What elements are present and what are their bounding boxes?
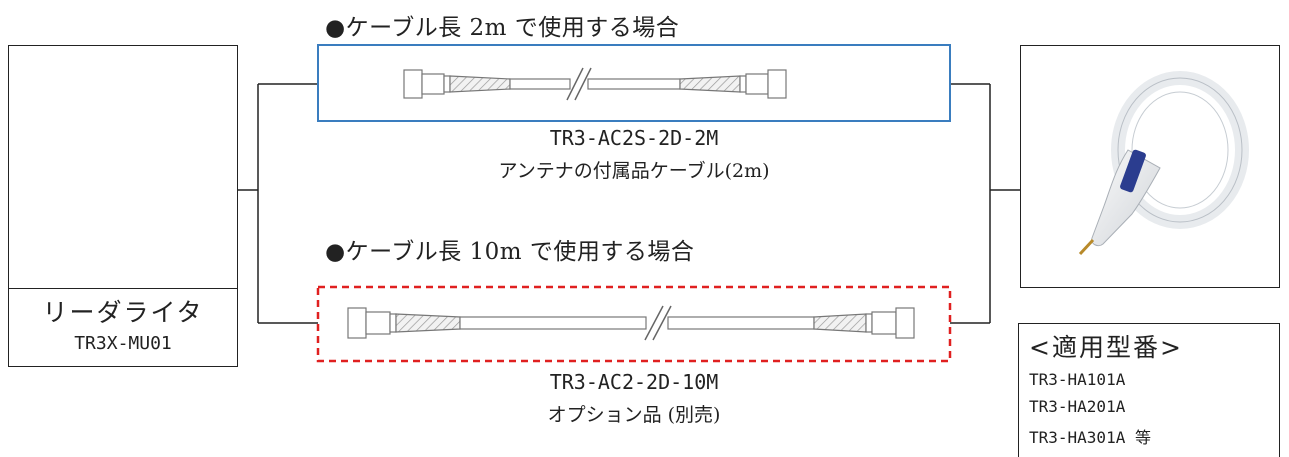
applicable-models-box: <適用型番> TR3-HA101A TR3-HA201A TR3-HA301A … <box>1018 323 1280 457</box>
antenna-box <box>1020 45 1280 288</box>
cable-2m-description: アンテナの付属品ケーブル(2m) <box>498 160 770 182</box>
heading-10m-case: ●ケーブル長 10m で使用する場合 <box>325 239 695 265</box>
applicable-model-2: TR3-HA201A <box>1029 397 1126 416</box>
heading-2m-case: ●ケーブル長 2m で使用する場合 <box>325 15 680 41</box>
applicable-models-title: <適用型番> <box>1029 333 1183 362</box>
cable-10m-caption: TR3-AC2-2D-10M オプション品 (別売) <box>318 370 950 427</box>
applicable-model-1: TR3-HA101A <box>1029 370 1126 389</box>
cable-2m-model: TR3-AC2S-2D-2M <box>549 126 719 150</box>
cable-2m-caption: TR3-AC2S-2D-2M アンテナの付属品ケーブル(2m) <box>318 126 950 183</box>
cable-2m-drawing <box>403 67 787 101</box>
reader-writer-name: リーダライタ <box>42 298 204 327</box>
reader-writer-box <box>8 45 238 367</box>
handheld-antenna-image <box>1078 71 1249 256</box>
reader-writer-model: TR3X-MU01 <box>74 333 172 354</box>
connection-lines <box>238 83 1020 324</box>
applicable-model-3: TR3-HA301A 等 <box>1029 428 1151 447</box>
cable-10m-drawing <box>347 305 915 341</box>
cable-10m-model: TR3-AC2-2D-10M <box>549 370 719 394</box>
cable-10m-description: オプション品 (別売) <box>547 404 721 426</box>
reader-writer-label: リーダライタ TR3X-MU01 <box>8 288 238 366</box>
